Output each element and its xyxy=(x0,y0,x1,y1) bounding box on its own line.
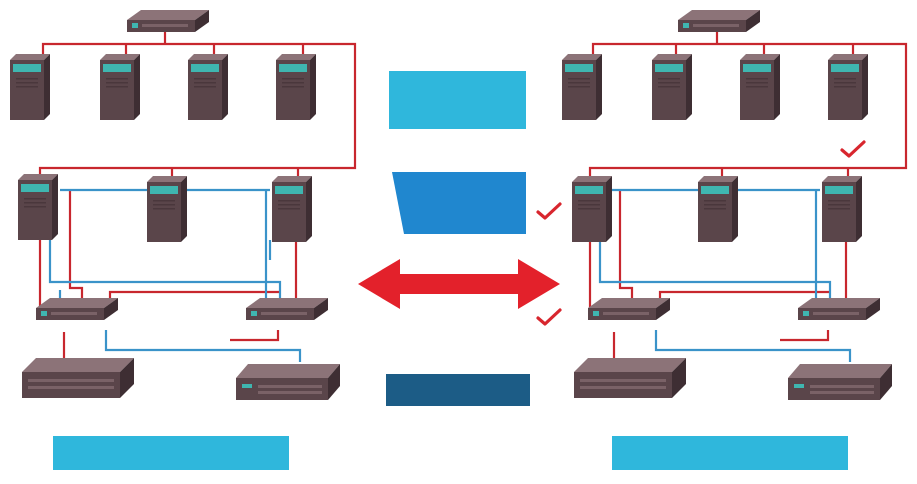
left-server-4-icon xyxy=(276,54,316,120)
right-mid-server-2-icon xyxy=(698,176,738,242)
middle-center-label-box xyxy=(392,172,526,234)
center-legend xyxy=(358,71,562,406)
left-storage-1-icon xyxy=(22,358,134,398)
check-mark-icon xyxy=(536,202,562,220)
right-server-3-icon xyxy=(740,54,780,120)
left-network xyxy=(10,10,357,470)
right-server-2-icon xyxy=(652,54,692,120)
left-access-switch-1-icon xyxy=(36,298,118,320)
right-mid-server-1-icon xyxy=(572,176,612,242)
right-access-switch-2-icon xyxy=(798,298,880,320)
left-mid-server-3-icon xyxy=(272,176,312,242)
left-top-bus xyxy=(38,42,357,178)
left-caption-box xyxy=(53,436,289,470)
right-network xyxy=(562,10,908,470)
right-storage-2-icon xyxy=(788,364,892,400)
right-mid-server-3-icon xyxy=(822,176,862,242)
top-center-label-box xyxy=(389,71,526,129)
left-storage-2-icon xyxy=(236,364,340,400)
bottom-center-label-box xyxy=(386,374,530,406)
check-mark-icon xyxy=(840,140,866,158)
right-access-switch-1-icon xyxy=(588,298,670,320)
right-storage-1-icon xyxy=(574,358,686,398)
right-core-switch-icon xyxy=(678,10,760,32)
left-mid-server-2-icon xyxy=(147,176,187,242)
left-core-switch-icon xyxy=(127,10,209,32)
left-access-switch-2-icon xyxy=(246,298,328,320)
left-server-1-icon xyxy=(10,54,50,120)
left-mid-server-1-icon xyxy=(18,174,58,240)
right-server-4-icon xyxy=(828,54,868,120)
double-arrow-icon xyxy=(358,259,560,309)
left-server-3-icon xyxy=(188,54,228,120)
check-mark-icon xyxy=(536,308,562,326)
left-server-2-icon xyxy=(100,54,140,120)
right-caption-box xyxy=(612,436,848,470)
right-server-1-icon xyxy=(562,54,602,120)
